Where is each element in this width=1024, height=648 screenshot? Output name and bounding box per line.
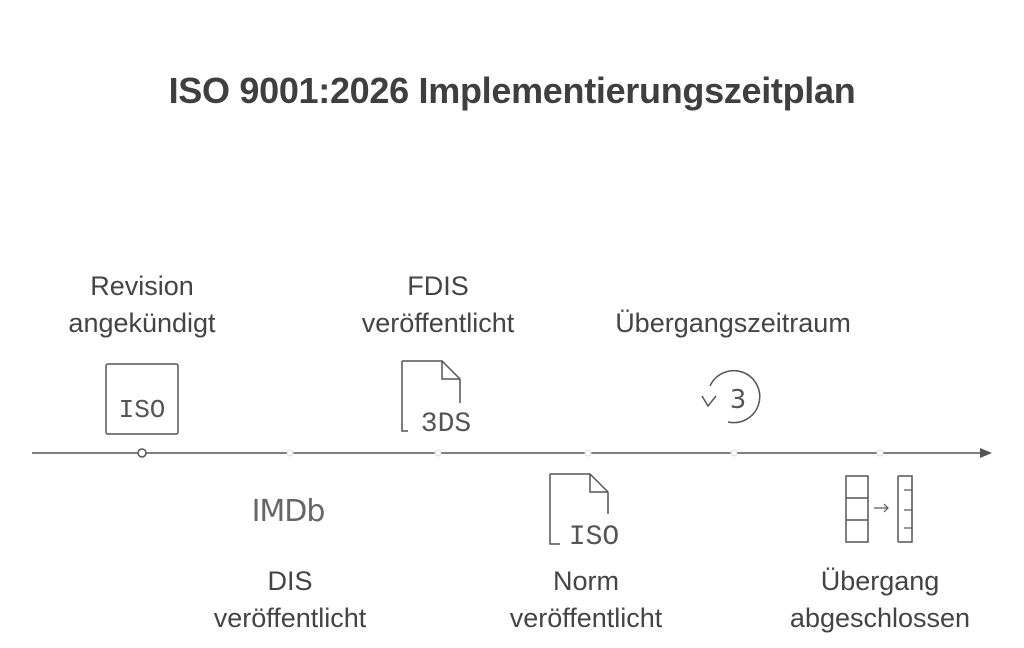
timeline-marker	[876, 449, 884, 457]
iso-document-icon: ISO	[105, 363, 179, 435]
svg-text:ISO: ISO	[569, 522, 619, 550]
timeline-marker	[730, 449, 738, 457]
timeline-marker	[137, 448, 147, 458]
transfer-icon	[845, 475, 913, 543]
milestone-label-revision: Revision angekündigt	[68, 271, 216, 338]
milestone-label-uebergangszeitraum: Übergangszeitraum	[615, 308, 851, 338]
page-title: ISO 9001:2026 Implementierungszeitplan	[168, 70, 856, 111]
imdb-text-icon: IMDb	[252, 494, 326, 528]
file-icon: ISO	[549, 473, 619, 550]
milestone-label-norm: Norm veröffentlicht	[509, 566, 663, 633]
svg-text:IMDb: IMDb	[252, 494, 325, 528]
svg-text:3: 3	[730, 385, 747, 415]
arrow-head-icon	[980, 448, 992, 458]
countdown-icon: 3	[701, 369, 761, 424]
milestone-label-fdis: FDIS veröffentlicht	[361, 271, 515, 338]
svg-text:ISO: ISO	[119, 395, 166, 425]
file-icon: 3DS	[401, 360, 471, 437]
milestone-label-uebergang-abgeschlossen: Übergang abgeschlossen	[789, 566, 971, 633]
milestone-label-dis: DIS veröffentlicht	[213, 566, 367, 633]
timeline-marker	[584, 449, 592, 457]
svg-text:3DS: 3DS	[421, 409, 471, 437]
timeline-marker	[434, 449, 442, 457]
timeline-marker	[286, 449, 294, 457]
